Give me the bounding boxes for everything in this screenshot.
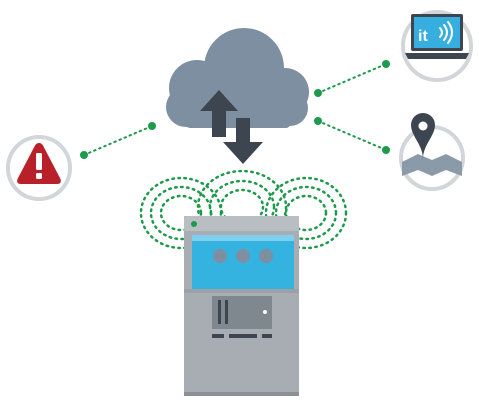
link-endpoint <box>80 151 88 159</box>
kiosk-top-panel <box>184 216 299 231</box>
kiosk-card-slot <box>218 300 221 324</box>
cloud-shape <box>166 28 309 128</box>
map-pin-hole <box>418 121 428 131</box>
kiosk-screen-frame <box>192 235 294 241</box>
laptop-icon: it <box>401 10 473 82</box>
download-arrow-icon <box>223 118 263 164</box>
kiosk-panel-led <box>263 310 267 314</box>
kiosk-card-panel <box>212 296 272 329</box>
kiosk-lower-divider <box>184 289 299 293</box>
kiosk-screen-button <box>213 249 227 263</box>
wifi-signal-icon <box>439 21 453 44</box>
connector-endpoints <box>80 60 390 159</box>
link-endpoint <box>314 117 322 125</box>
kiosk-base <box>184 392 299 396</box>
link-endpoint <box>382 146 390 154</box>
kiosk-screen-button <box>236 249 250 263</box>
kiosk-card-slot <box>225 300 228 324</box>
kiosk-keypad-slot <box>262 334 272 338</box>
map-pin-icon <box>399 113 465 191</box>
laptop-badge-text: it <box>418 28 428 45</box>
cloud-sync-icon <box>166 28 309 164</box>
upload-arrow-icon <box>200 90 238 137</box>
warning-exclamation-dot <box>36 173 42 179</box>
link-alert-to-cloud <box>83 125 153 156</box>
kiosk-keypad-slot <box>229 334 257 338</box>
link-endpoint <box>382 60 390 68</box>
map-pin <box>411 113 435 159</box>
connector-links <box>83 63 387 156</box>
link-endpoint <box>148 122 156 130</box>
kiosk-status-led <box>191 221 197 227</box>
link-cloud-to-location <box>317 120 387 151</box>
link-cloud-to-laptop <box>317 63 387 94</box>
warning-icon <box>6 135 72 201</box>
kiosk-keypad-slot <box>212 334 224 338</box>
link-endpoint <box>314 89 322 97</box>
kiosk-screen-button <box>259 249 273 263</box>
atm-kiosk-icon <box>184 216 299 396</box>
warning-exclamation-bar <box>36 153 42 170</box>
folded-map <box>402 154 462 176</box>
laptop-base <box>405 53 469 59</box>
